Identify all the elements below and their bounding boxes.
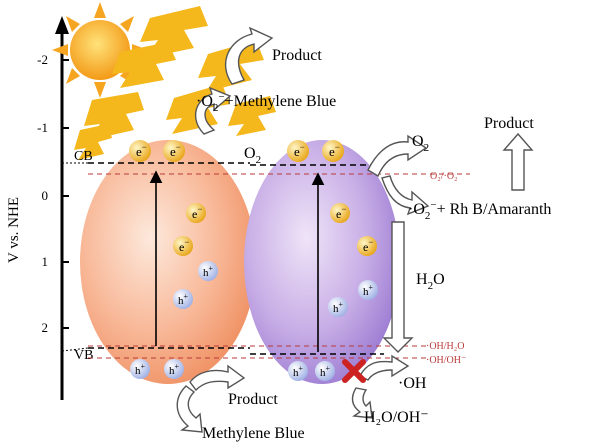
svg-text:e−: e− (363, 237, 373, 254)
hole: h+ (198, 261, 218, 281)
svg-text:e−: e− (179, 237, 189, 254)
methylene-blue-label-bottom: Methylene Blue (202, 425, 305, 442)
hole: h+ (328, 297, 348, 317)
excitation-arrows (149, 170, 325, 352)
potential-axis: -2 -1 0 1 2 V vs. NHE (6, 16, 69, 400)
curved-arrow (194, 26, 274, 135)
h2o-oh-label: H₂O/OH⁻ (364, 409, 429, 426)
hole: h+ (173, 289, 193, 309)
band-connectors (61, 162, 89, 352)
cb-label: CB (74, 149, 93, 164)
blocked-x-icon (342, 359, 366, 383)
electron: e− (129, 140, 151, 162)
band-edges (88, 162, 384, 355)
superoxide-dyes-label: ·O2−+ Rh B/Amaranth (408, 199, 551, 222)
product-label-bottom: Product (228, 391, 278, 408)
electron: e− (287, 140, 309, 162)
electron: e− (163, 140, 185, 162)
right-semiconductor-particle (244, 140, 400, 384)
electron: e− (357, 236, 377, 256)
curved-arrow (351, 387, 373, 419)
axis-tick-label: 1 (42, 254, 49, 269)
product-label-right: Product (484, 115, 534, 132)
hole: h+ (288, 361, 308, 381)
product-label-top: Product (272, 47, 322, 64)
oh-ohm-couple-label: ·OH/OH⁻ (426, 355, 466, 366)
svg-text:h+: h+ (363, 283, 374, 298)
electron: e− (322, 140, 344, 162)
axis-tick-label: 0 (42, 188, 49, 203)
oh-h2o-couple-label: ·OH/H₂O (426, 341, 464, 352)
hole: h+ (358, 280, 378, 300)
electron: e− (186, 203, 206, 223)
superoxide-methylene-blue-label: ·O2−+Methylene Blue (196, 91, 336, 114)
hole: h+ (130, 359, 150, 379)
left-semiconductor-particle (80, 140, 256, 384)
right-o2-label: O2 (412, 133, 429, 154)
axis-label: V vs. NHE (6, 197, 22, 263)
svg-text:e−: e− (170, 142, 181, 159)
svg-text:e−: e− (136, 142, 147, 159)
o2-couple-label: O₂/·O₂⁻ (430, 171, 463, 182)
svg-text:e−: e− (329, 142, 340, 159)
electron: e− (330, 203, 350, 223)
svg-text:h+: h+ (135, 362, 146, 377)
hole: h+ (315, 361, 335, 381)
svg-text:e−: e− (192, 204, 202, 221)
svg-text:h+: h+ (169, 362, 180, 377)
vb-label: VB (74, 348, 93, 363)
h2o-down-arrow (382, 221, 414, 353)
electron: e− (173, 236, 193, 256)
axis-tick-label: -2 (37, 52, 48, 67)
axis-tick-label: -1 (37, 120, 48, 135)
light-rays (74, 6, 276, 160)
svg-text:h+: h+ (333, 300, 344, 315)
curved-arrow (359, 354, 410, 381)
curved-arrow (176, 364, 246, 433)
svg-text:h+: h+ (203, 264, 214, 279)
svg-text:h+: h+ (293, 364, 304, 379)
svg-text:e−: e− (294, 142, 305, 159)
oh-radical-label: ·OH (398, 375, 427, 392)
axis-tick-label: 2 (42, 320, 49, 335)
svg-text:e−: e− (336, 204, 346, 221)
h2o-label: H2O (416, 271, 445, 292)
center-o2-label: O2 (244, 145, 261, 166)
svg-text:h+: h+ (178, 292, 189, 307)
svg-text:h+: h+ (320, 364, 331, 379)
product-up-arrow (502, 132, 534, 191)
curved-arrow (367, 134, 430, 216)
hole: h+ (164, 359, 184, 379)
